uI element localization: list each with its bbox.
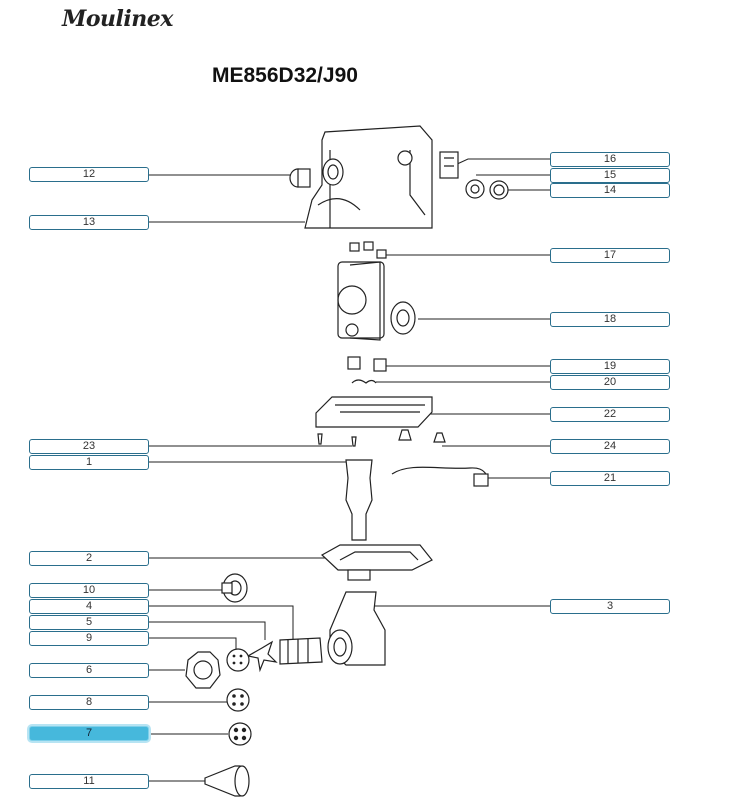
part-tag-16[interactable]: 16 (550, 152, 670, 167)
part-tag-11[interactable]: 11 (29, 774, 149, 789)
part-tag-4[interactable]: 4 (29, 599, 149, 614)
part-tag-24[interactable]: 24 (550, 439, 670, 454)
part-tag-23[interactable]: 23 (29, 439, 149, 454)
part-tag-20[interactable]: 20 (550, 375, 670, 390)
part-tag-13[interactable]: 13 (29, 215, 149, 230)
part-tag-22[interactable]: 22 (550, 407, 670, 422)
part-tag-1[interactable]: 1 (29, 455, 149, 470)
part-tag-7-selected[interactable]: 7 (29, 726, 149, 741)
part-tag-12[interactable]: 12 (29, 167, 149, 182)
part-tag-21[interactable]: 21 (550, 471, 670, 486)
part-tag-14[interactable]: 14 (550, 183, 670, 198)
part-tag-10[interactable]: 10 (29, 583, 149, 598)
part-tag-19[interactable]: 19 (550, 359, 670, 374)
part-tag-6[interactable]: 6 (29, 663, 149, 678)
part-tag-18[interactable]: 18 (550, 312, 670, 327)
part-tag-3[interactable]: 3 (550, 599, 670, 614)
part-tag-9[interactable]: 9 (29, 631, 149, 646)
brand-logo: Moulinex (62, 6, 173, 32)
part-tag-15[interactable]: 15 (550, 168, 670, 183)
part-tag-2[interactable]: 2 (29, 551, 149, 566)
part-tag-17[interactable]: 17 (550, 248, 670, 263)
model-title: ME856D32/J90 (212, 64, 358, 87)
part-tag-5[interactable]: 5 (29, 615, 149, 630)
part-tag-8[interactable]: 8 (29, 695, 149, 710)
